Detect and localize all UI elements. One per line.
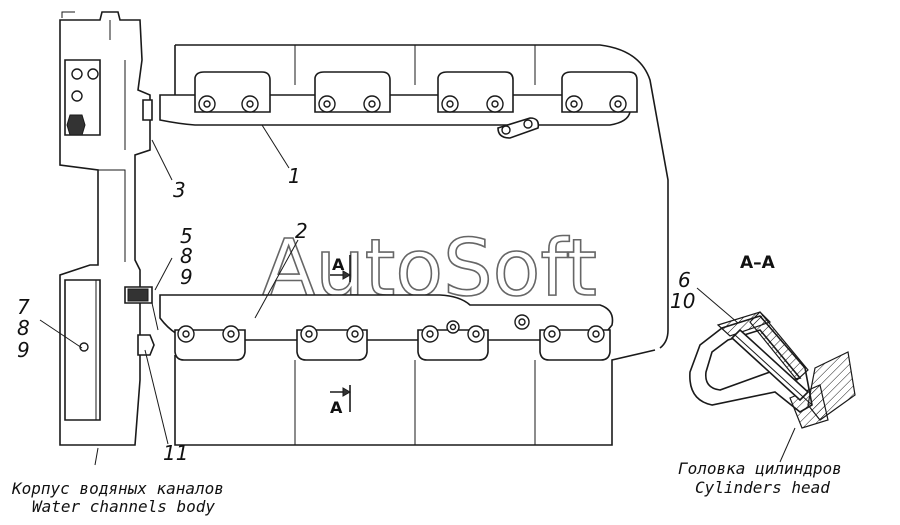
caption-water-body-ru: Корпус водяных каналов bbox=[11, 479, 224, 498]
captions: Корпус водяных каналов Water channels bo… bbox=[11, 459, 842, 516]
callout-2: 2 bbox=[295, 219, 308, 243]
callout-9-lower: 9 bbox=[17, 338, 30, 362]
upper-manifold-bolts bbox=[198, 95, 627, 113]
section-marker-top: А bbox=[332, 255, 345, 274]
callout-9-upper: 9 bbox=[180, 265, 193, 289]
leader-lines bbox=[39, 124, 796, 466]
callout-11: 11 bbox=[163, 441, 188, 465]
callout-8-upper: 8 bbox=[180, 244, 193, 268]
section-title: А–А bbox=[740, 253, 776, 273]
lower-exhaust-manifold bbox=[159, 294, 614, 361]
section-marker-bottom: А bbox=[330, 398, 343, 417]
caption-water-body-en: Water channels body bbox=[32, 497, 215, 516]
caption-cyl-head-en: Cylinders head bbox=[695, 478, 830, 497]
callout-8-lower: 8 bbox=[17, 316, 30, 340]
section-markers: А А bbox=[330, 255, 352, 417]
callout-3: 3 bbox=[173, 178, 186, 202]
upper-exhaust-manifold bbox=[159, 71, 638, 139]
engine-block-outline bbox=[174, 44, 669, 446]
callout-7: 7 bbox=[17, 295, 30, 319]
callout-6: 6 bbox=[678, 268, 691, 292]
section-a-a-detail bbox=[689, 311, 856, 429]
callout-5: 5 bbox=[180, 224, 193, 248]
lower-manifold-bolts bbox=[177, 325, 605, 343]
callout-numbers: 1 2 3 5 8 9 6 10 7 8 9 11 bbox=[17, 164, 695, 465]
water-channels-body bbox=[59, 11, 155, 446]
callout-10: 10 bbox=[670, 289, 695, 313]
callout-1: 1 bbox=[288, 164, 301, 188]
caption-cyl-head-ru: Головка цилиндров bbox=[678, 459, 842, 478]
